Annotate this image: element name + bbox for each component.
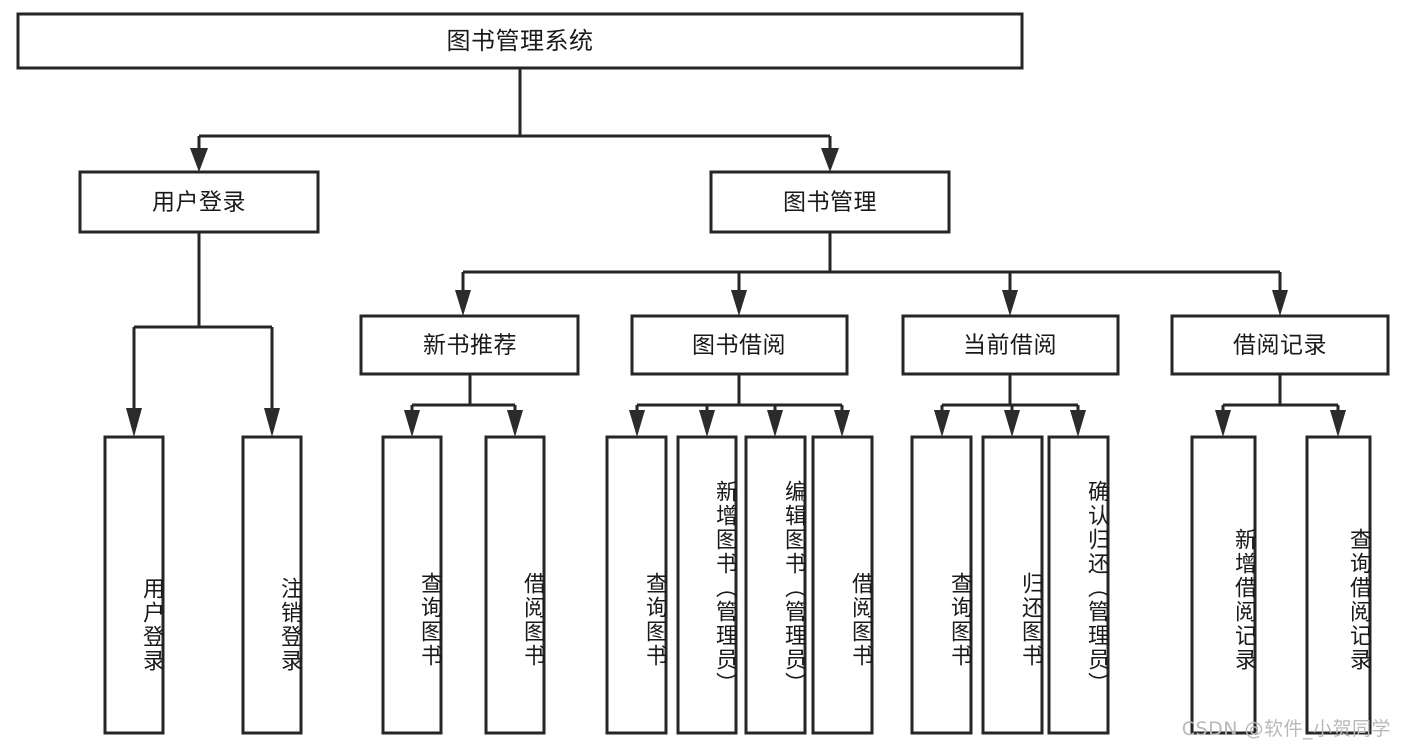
node-new-book-recommend-label: 新书推荐 [423,333,517,359]
leaf-box-query-book-1[interactable] [381,435,443,735]
leaf-box-edit-book-admin[interactable] [744,435,807,735]
arrow-head-leaf-10 [1004,410,1020,437]
leaf-box-query-book-2[interactable] [605,435,668,735]
leaf-nodes [103,435,1372,735]
arrow-head-book-borrow [731,290,747,316]
arrow-head-leaf-13 [1330,410,1346,437]
node-current-borrow[interactable]: 当前借阅 [901,314,1120,376]
leaf-box-return-book[interactable] [981,435,1044,735]
node-book-manage-label: 图书管理 [783,190,877,216]
node-book-borrow-box[interactable] [630,314,849,376]
leaf-box-add-book-admin[interactable] [676,435,738,735]
node-new-book-recommend-box[interactable] [359,314,580,376]
node-user-login-label: 用户登录 [152,190,246,216]
node-book-manage-box[interactable] [709,170,951,234]
arrow-head-leaf-11 [1070,410,1086,437]
csdn-watermark: CSDN @软件_小贺同学 [1181,718,1391,740]
leaf-box-confirm-return-admin[interactable] [1047,435,1110,735]
node-current-borrow-box[interactable] [901,314,1120,376]
node-root-box[interactable] [16,12,1024,70]
arrow-head-leaf-9 [934,410,950,437]
connectors [126,68,1346,437]
node-book-manage[interactable]: 图书管理 [709,170,951,234]
node-borrow-record-box[interactable] [1170,314,1390,376]
leaf-box-borrow-book-2[interactable] [811,435,874,735]
node-root-label: 图书管理系统 [447,27,594,55]
arrow-head-leaf-3 [404,410,420,437]
node-book-borrow[interactable]: 图书借阅 [630,314,849,376]
leaf-box-add-borrow-record[interactable] [1190,435,1257,735]
leaf-box-user-login[interactable] [103,435,165,735]
arrow-head-leaf-12 [1215,410,1231,437]
leaf-box-query-borrow-record[interactable] [1305,435,1372,735]
node-root[interactable]: 图书管理系统 [16,12,1024,70]
arrow-head-leaf-5 [629,410,645,437]
node-user-login[interactable]: 用户登录 [78,170,320,234]
arrow-head-leaf-7 [767,410,783,437]
node-book-borrow-label: 图书借阅 [692,333,786,359]
node-user-login-box[interactable] [78,170,320,234]
node-new-book-recommend[interactable]: 新书推荐 [359,314,580,376]
arrow-head-leaf-1 [126,408,142,437]
arrow-head-borrow-record [1272,290,1288,316]
leaf-box-borrow-book-1[interactable] [484,435,546,735]
arrow-head-leaf-6 [699,410,715,437]
node-borrow-record-label: 借阅记录 [1233,333,1327,359]
arrow-head-leaf-8 [834,410,850,437]
node-borrow-record[interactable]: 借阅记录 [1170,314,1390,376]
leaf-box-query-book-3[interactable] [910,435,973,735]
arrow-head-user-login [190,148,208,172]
arrow-head-current-borrow [1002,290,1018,316]
node-current-borrow-label: 当前借阅 [963,333,1057,359]
arrow-head-new-book [455,290,471,316]
arrow-head-leaf-4 [507,410,523,437]
arrow-head-leaf-2 [264,408,280,437]
arrow-head-book-manage [821,148,839,172]
leaf-box-logout[interactable] [241,435,303,735]
